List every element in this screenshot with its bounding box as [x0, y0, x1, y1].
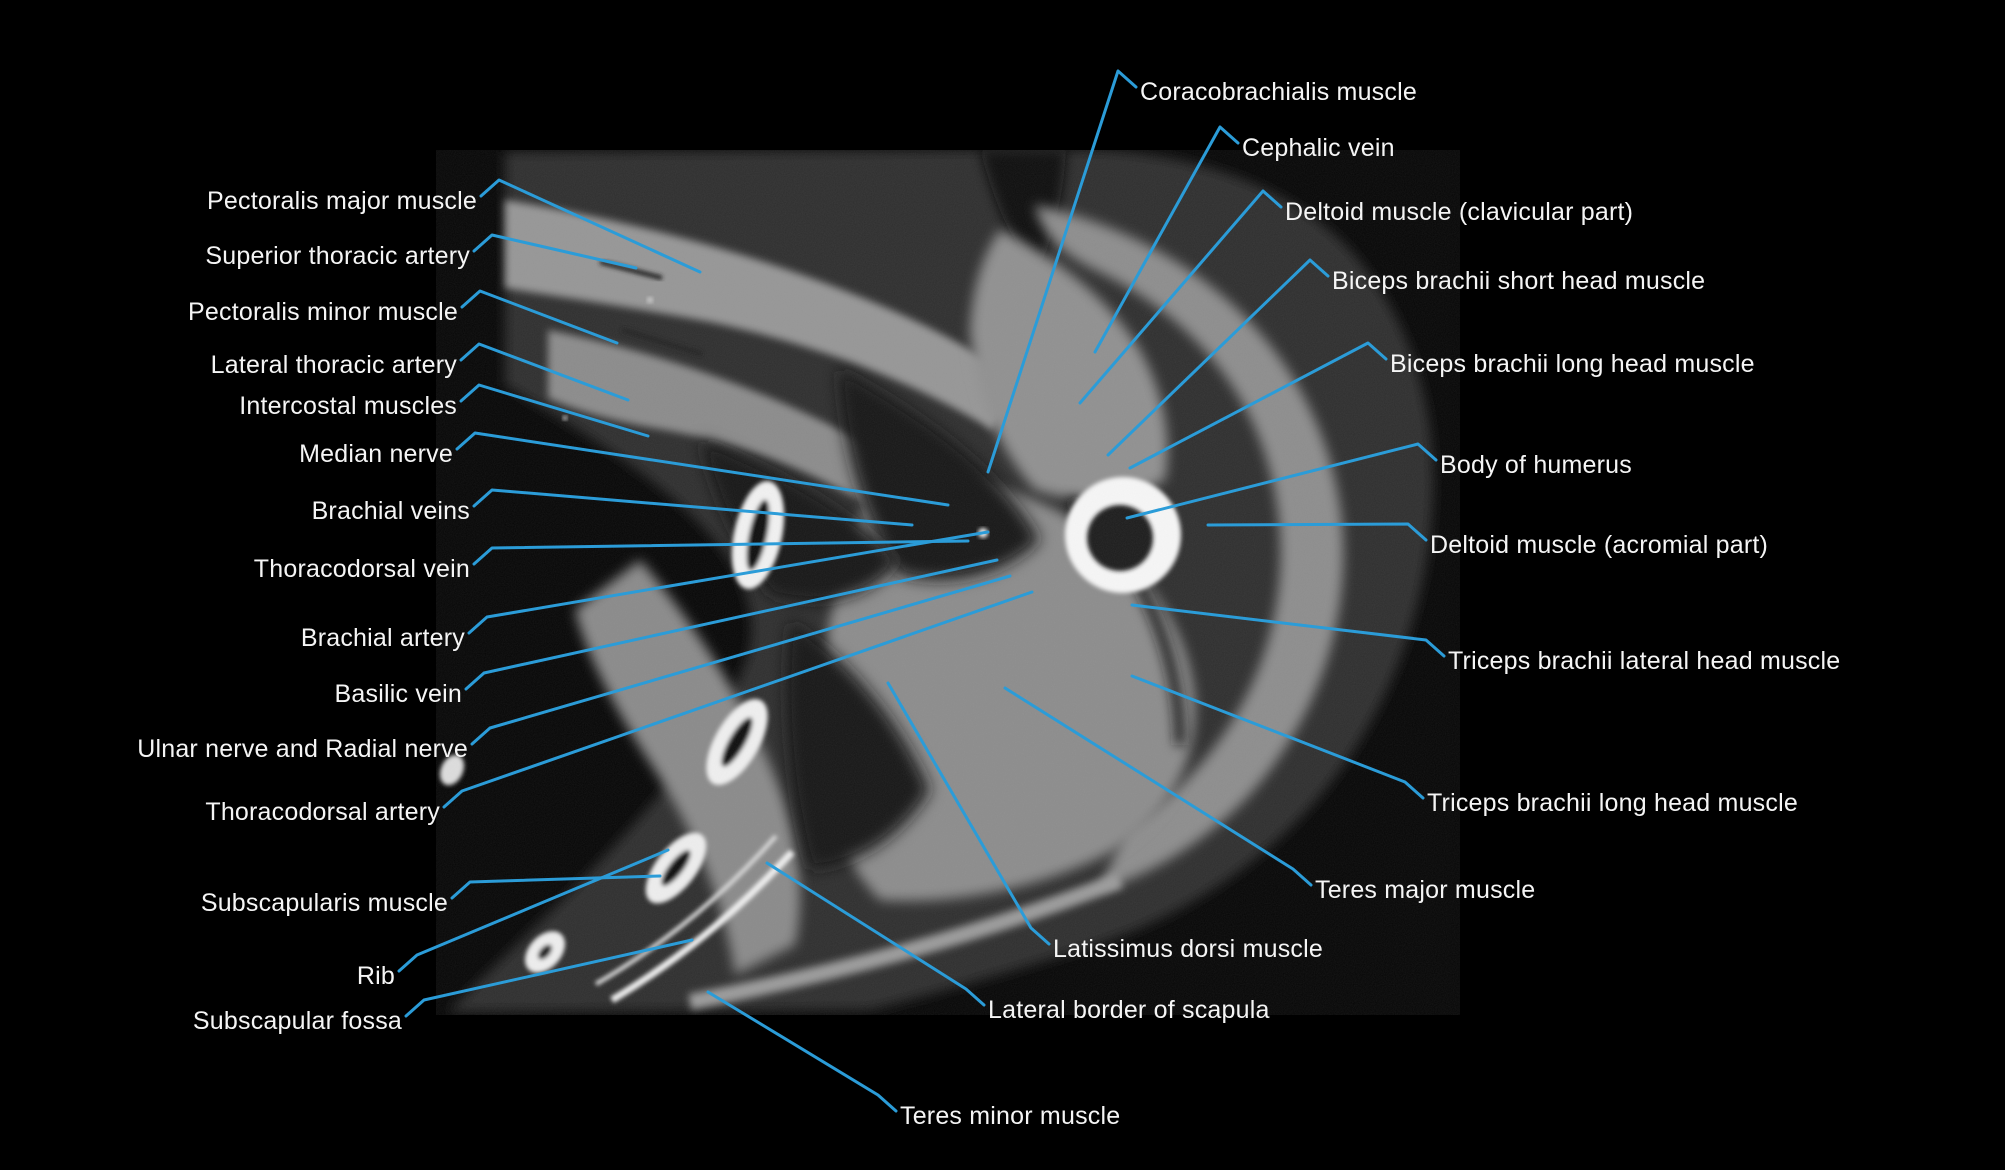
label-lateral-thoracic-artery: Lateral thoracic artery	[210, 351, 457, 379]
label-thoracodorsal-vein: Thoracodorsal vein	[253, 555, 470, 583]
leader-lines	[397, 69, 1446, 1113]
leader-pectoralis-minor	[460, 289, 619, 345]
leader-brachial-veins	[472, 488, 914, 527]
leader-deltoid-clavicular	[1078, 189, 1283, 405]
leader-brachial-artery	[467, 530, 990, 635]
label-brachial-artery: Brachial artery	[300, 624, 465, 652]
leader-coracobrachialis	[986, 69, 1138, 474]
leader-triceps-lateral-head	[1130, 603, 1446, 658]
leader-triceps-long-head	[1130, 674, 1425, 800]
leader-thoracodorsal-artery	[442, 590, 1034, 809]
label-brachial-veins: Brachial veins	[311, 497, 470, 525]
leader-deltoid-acromial	[1206, 522, 1428, 542]
ct-noise-overlay	[436, 150, 1460, 1015]
label-latissimus-dorsi-muscle: Latissimus dorsi muscle	[1053, 935, 1323, 963]
leader-latissimus-dorsi	[886, 681, 1051, 946]
label-lateral-border-of-scapula: Lateral border of scapula	[988, 996, 1270, 1024]
label-teres-major-muscle: Teres major muscle	[1315, 876, 1536, 904]
label-triceps-brachii-lateral-head: Triceps brachii lateral head muscle	[1448, 647, 1841, 675]
leader-teres-minor	[706, 990, 898, 1113]
leader-cephalic-vein	[1093, 125, 1240, 354]
ct-image	[436, 150, 1460, 1015]
label-subscapular-fossa: Subscapular fossa	[192, 1007, 402, 1035]
leader-biceps-long-head	[1128, 341, 1388, 470]
label-deltoid-muscle-clavicular: Deltoid muscle (clavicular part)	[1285, 198, 1634, 226]
label-triceps-brachii-long-head: Triceps brachii long head muscle	[1427, 789, 1798, 817]
label-pectoralis-minor-muscle: Pectoralis minor muscle	[188, 298, 458, 326]
leader-lateral-border-scapula	[765, 861, 986, 1007]
label-basilic-vein: Basilic vein	[334, 680, 462, 708]
leader-superior-thoracic-artery	[472, 233, 638, 270]
label-subscapularis-muscle: Subscapularis muscle	[200, 889, 448, 917]
label-teres-minor-muscle: Teres minor muscle	[900, 1102, 1121, 1130]
label-rib: Rib	[356, 962, 395, 990]
label-biceps-brachii-short-head: Biceps brachii short head muscle	[1332, 267, 1706, 295]
leader-median-nerve	[455, 431, 950, 507]
label-body-of-humerus: Body of humerus	[1440, 451, 1632, 479]
label-cephalic-vein: Cephalic vein	[1242, 134, 1395, 162]
leader-thoracodorsal-vein	[472, 539, 970, 566]
label-median-nerve: Median nerve	[299, 440, 453, 468]
leader-rib	[397, 848, 670, 973]
label-deltoid-muscle-acromial: Deltoid muscle (acromial part)	[1430, 531, 1769, 559]
label-intercostal-muscles: Intercostal muscles	[239, 392, 457, 420]
leader-basilic-vein	[464, 558, 999, 691]
leader-teres-major	[1003, 686, 1313, 887]
label-superior-thoracic-artery: Superior thoracic artery	[205, 242, 470, 270]
leader-intercostal-muscles	[459, 383, 650, 438]
leader-biceps-short-head	[1106, 258, 1330, 457]
leader-ulnar-radial-nerve	[470, 574, 1012, 746]
label-pectoralis-major-muscle: Pectoralis major muscle	[207, 187, 477, 215]
leader-subscapular-fossa	[404, 938, 694, 1018]
leader-subscapularis	[450, 874, 662, 900]
label-ulnar-and-radial-nerve: Ulnar nerve and Radial nerve	[137, 735, 468, 763]
label-biceps-brachii-long-head: Biceps brachii long head muscle	[1390, 350, 1755, 378]
label-coracobrachialis-muscle: Coracobrachialis muscle	[1140, 78, 1417, 106]
leader-pectoralis-major	[479, 178, 702, 274]
leader-lateral-thoracic-artery	[459, 342, 630, 402]
leader-body-of-humerus	[1125, 442, 1438, 520]
label-thoracodorsal-artery: Thoracodorsal artery	[205, 798, 440, 826]
